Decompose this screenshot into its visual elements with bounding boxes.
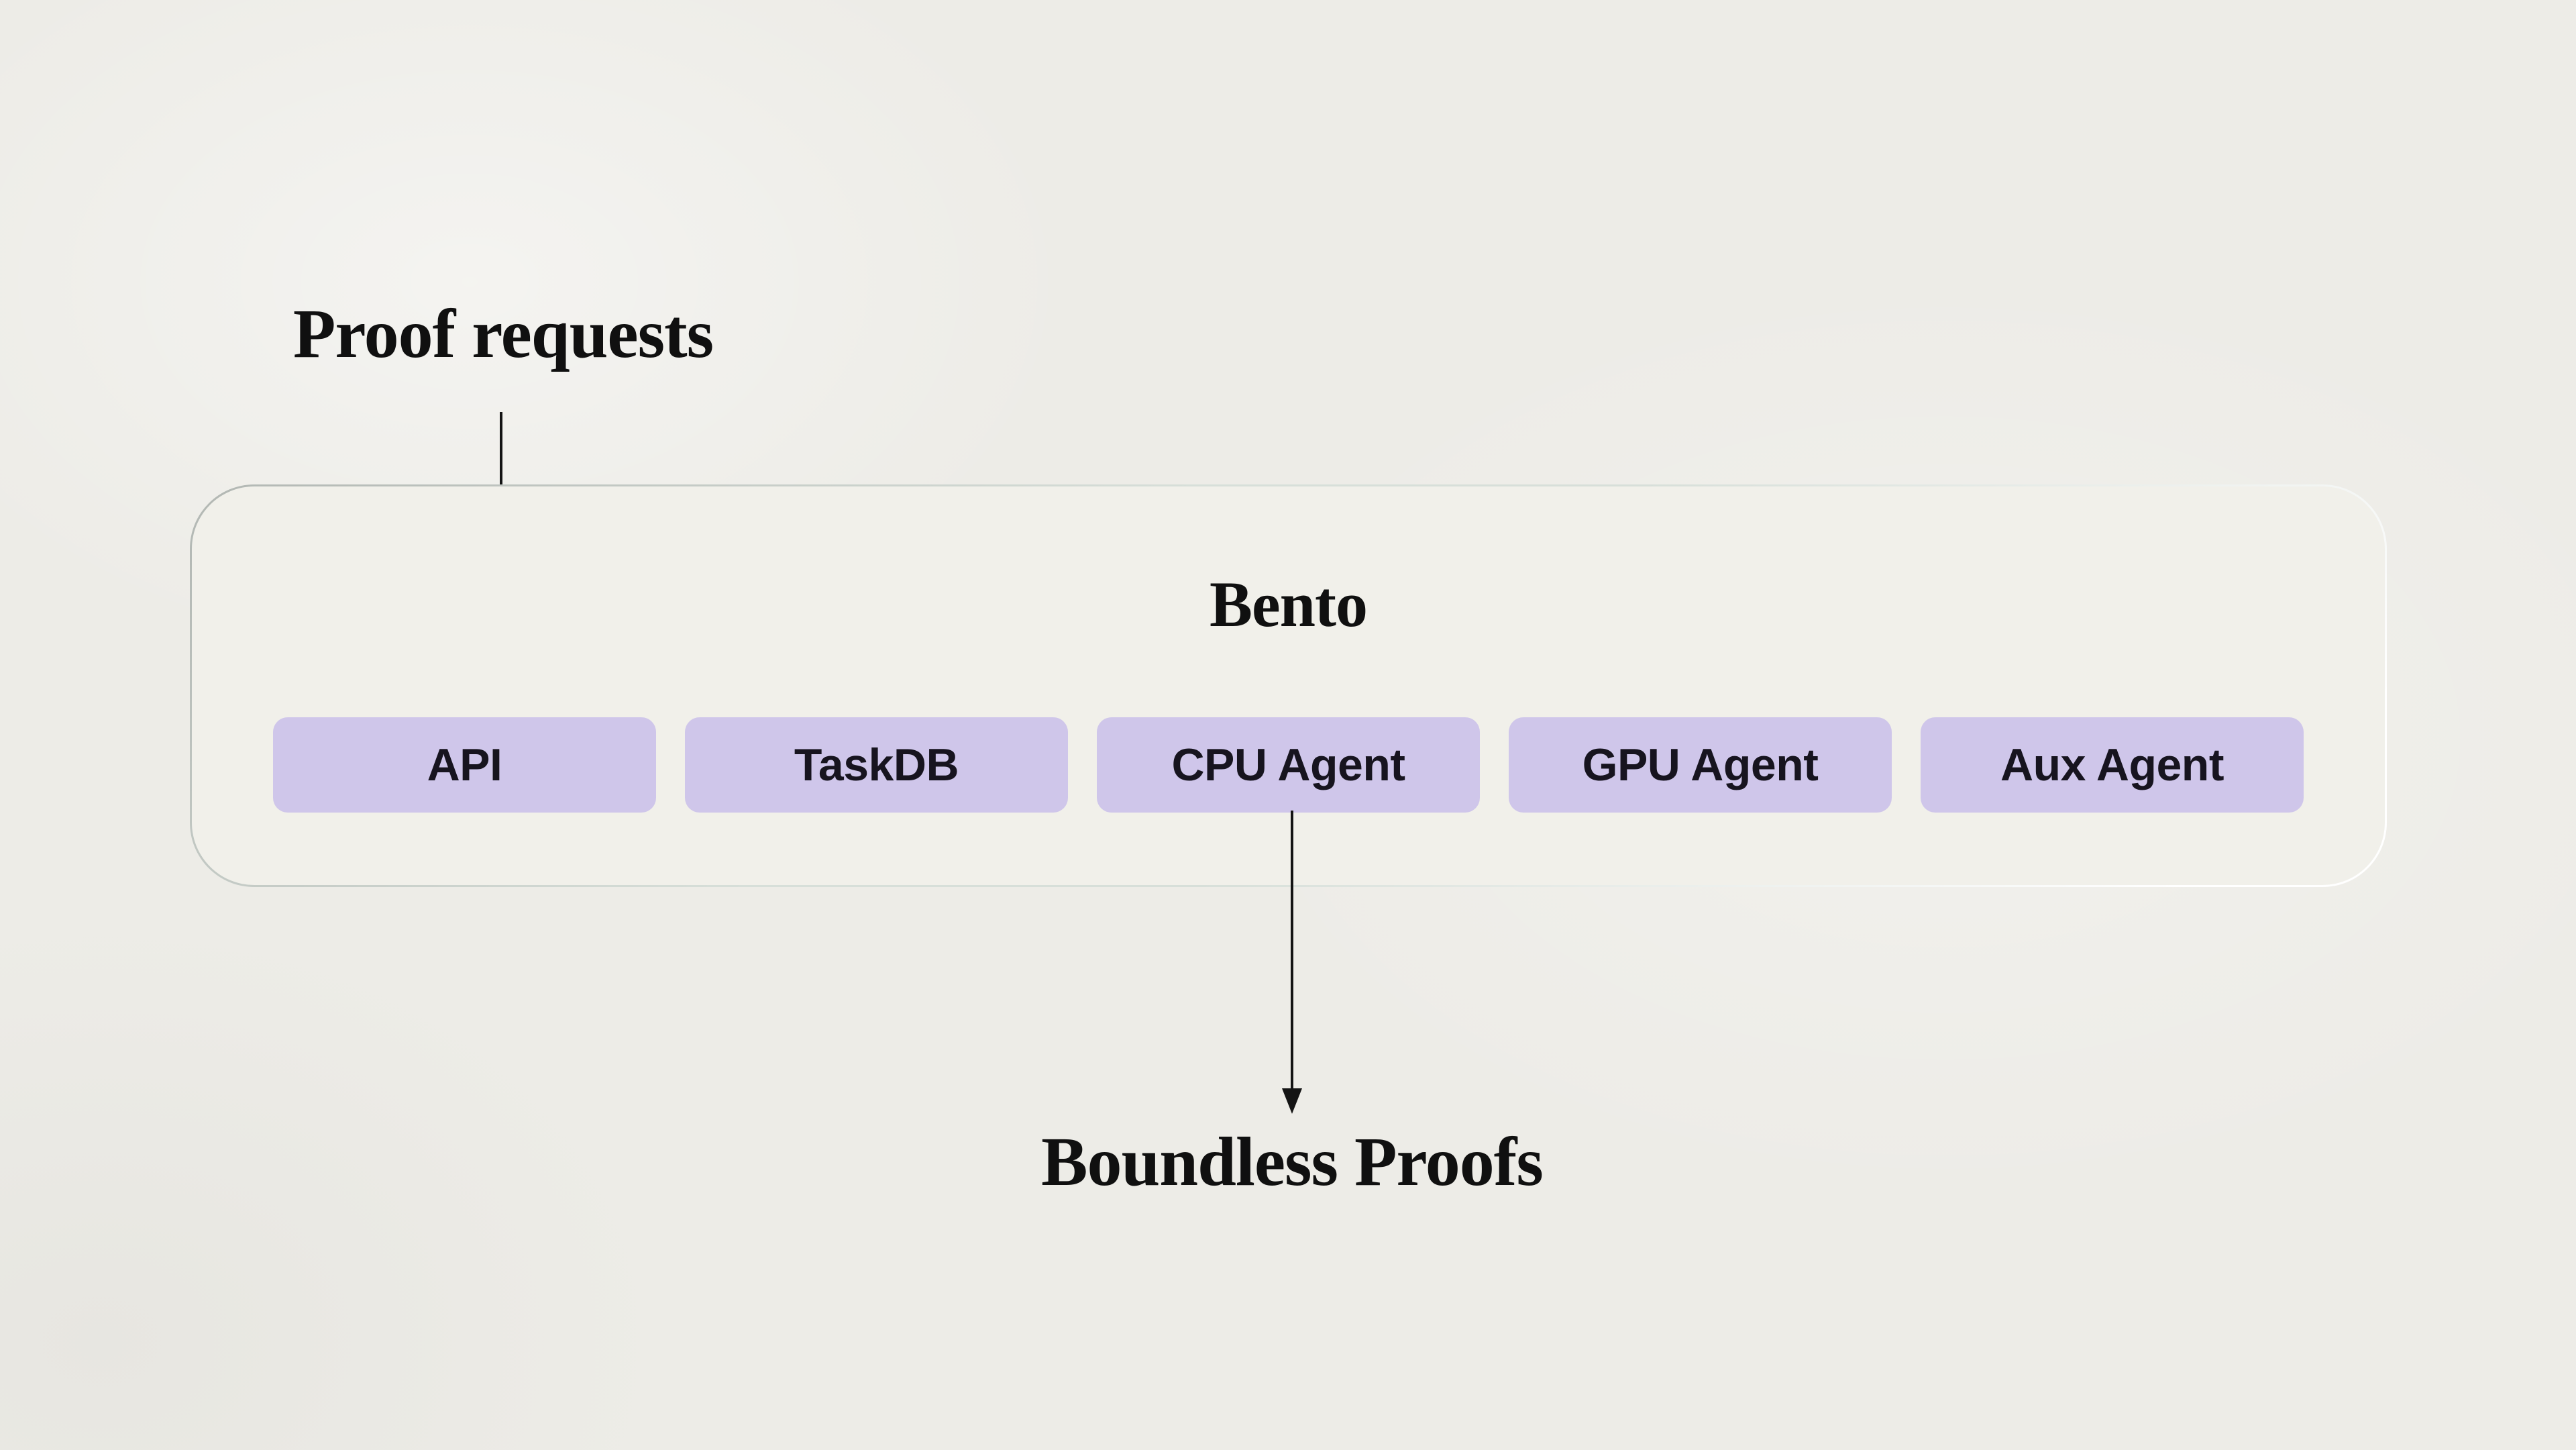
node-aux-agent: Aux Agent	[1921, 717, 2304, 813]
node-gpu-agent: GPU Agent	[1509, 717, 1892, 813]
node-api: API	[273, 717, 656, 813]
bento-container-fill: Bento API TaskDB CPU Agent GPU Agent Aux…	[192, 486, 2385, 885]
node-cpu-agent: CPU Agent	[1097, 717, 1480, 813]
node-aux-agent-label: Aux Agent	[2000, 739, 2224, 790]
boundless-proofs-arrow	[1282, 811, 1302, 1114]
node-api-label: API	[427, 739, 502, 790]
arrow-shaft	[1291, 811, 1293, 1088]
node-taskdb-label: TaskDB	[794, 739, 959, 790]
proof-requests-label: Proof requests	[292, 295, 714, 372]
node-taskdb: TaskDB	[685, 717, 1068, 813]
bento-container: Bento API TaskDB CPU Agent GPU Agent Aux…	[190, 484, 2387, 887]
boundless-proofs-label: Boundless Proofs	[1041, 1123, 1544, 1200]
arrow-down-icon	[1282, 1088, 1302, 1114]
bento-title: Bento	[1210, 568, 1368, 640]
node-gpu-agent-label: GPU Agent	[1582, 739, 1819, 790]
node-cpu-agent-label: CPU Agent	[1171, 739, 1405, 790]
bento-services-row: API TaskDB CPU Agent GPU Agent Aux Agent	[273, 717, 2304, 813]
